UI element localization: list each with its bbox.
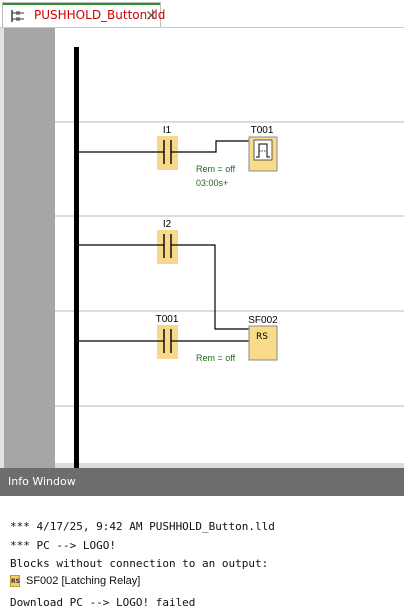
tab-bar: PUSHHOLD_Button.lld × bbox=[0, 0, 404, 28]
relay-symbol: RS bbox=[256, 332, 268, 342]
time-setting: 03:00s+ bbox=[196, 178, 228, 188]
latching-relay-sf002[interactable]: SF002 RS Rem = off bbox=[196, 315, 278, 363]
info-window-header: Info Window bbox=[0, 468, 404, 496]
ladder-canvas[interactable] bbox=[55, 28, 404, 468]
tab-title: PUSHHOLD_Button.lld bbox=[34, 8, 166, 22]
info-window-body bbox=[0, 496, 404, 611]
block-label: T001 bbox=[251, 125, 274, 136]
rem-setting: Rem = off bbox=[196, 164, 236, 174]
wires bbox=[79, 140, 249, 342]
canvas-bottom-strip bbox=[55, 463, 404, 468]
log-line: *** PC --> LOGO! bbox=[10, 539, 116, 552]
ladder-diagram-icon bbox=[11, 10, 24, 22]
close-icon[interactable]: × bbox=[145, 6, 158, 24]
contact-i2[interactable]: I2 bbox=[157, 219, 178, 264]
on-delay-icon bbox=[256, 143, 270, 158]
block-label: SF002 bbox=[248, 315, 278, 326]
rem-setting: Rem = off bbox=[196, 353, 236, 363]
contact-label: I2 bbox=[163, 219, 172, 230]
timer-block-t001[interactable]: T001 Rem = off 03:00s+ bbox=[196, 125, 278, 188]
log-block-label: SF002 [Latching Relay] bbox=[26, 575, 141, 587]
tab-pushhold-button[interactable]: PUSHHOLD_Button.lld × bbox=[2, 2, 165, 28]
contact-label: I1 bbox=[163, 125, 172, 136]
contact-label: T001 bbox=[156, 314, 179, 325]
latching-relay-icon: RS bbox=[10, 575, 20, 587]
info-window-title: Info Window bbox=[8, 475, 76, 488]
editor-gutter bbox=[4, 28, 55, 468]
log-line: Blocks without connection to an output: bbox=[10, 557, 269, 570]
contact-t001[interactable]: T001 bbox=[156, 314, 179, 359]
power-rail bbox=[74, 47, 79, 468]
log-line-failed: Download PC --> LOGO! failed bbox=[10, 596, 196, 609]
tab-active-indicator bbox=[3, 3, 160, 5]
ladder-diagram[interactable]: I1 I2 T001 T001 Rem = off 03:00s+ SF002 … bbox=[0, 0, 404, 470]
tab-bar-border bbox=[0, 27, 404, 28]
log-line: *** 4/17/25, 9:42 AM PUSHHOLD_Button.lld bbox=[10, 520, 275, 533]
contact-i1[interactable]: I1 bbox=[157, 125, 178, 170]
